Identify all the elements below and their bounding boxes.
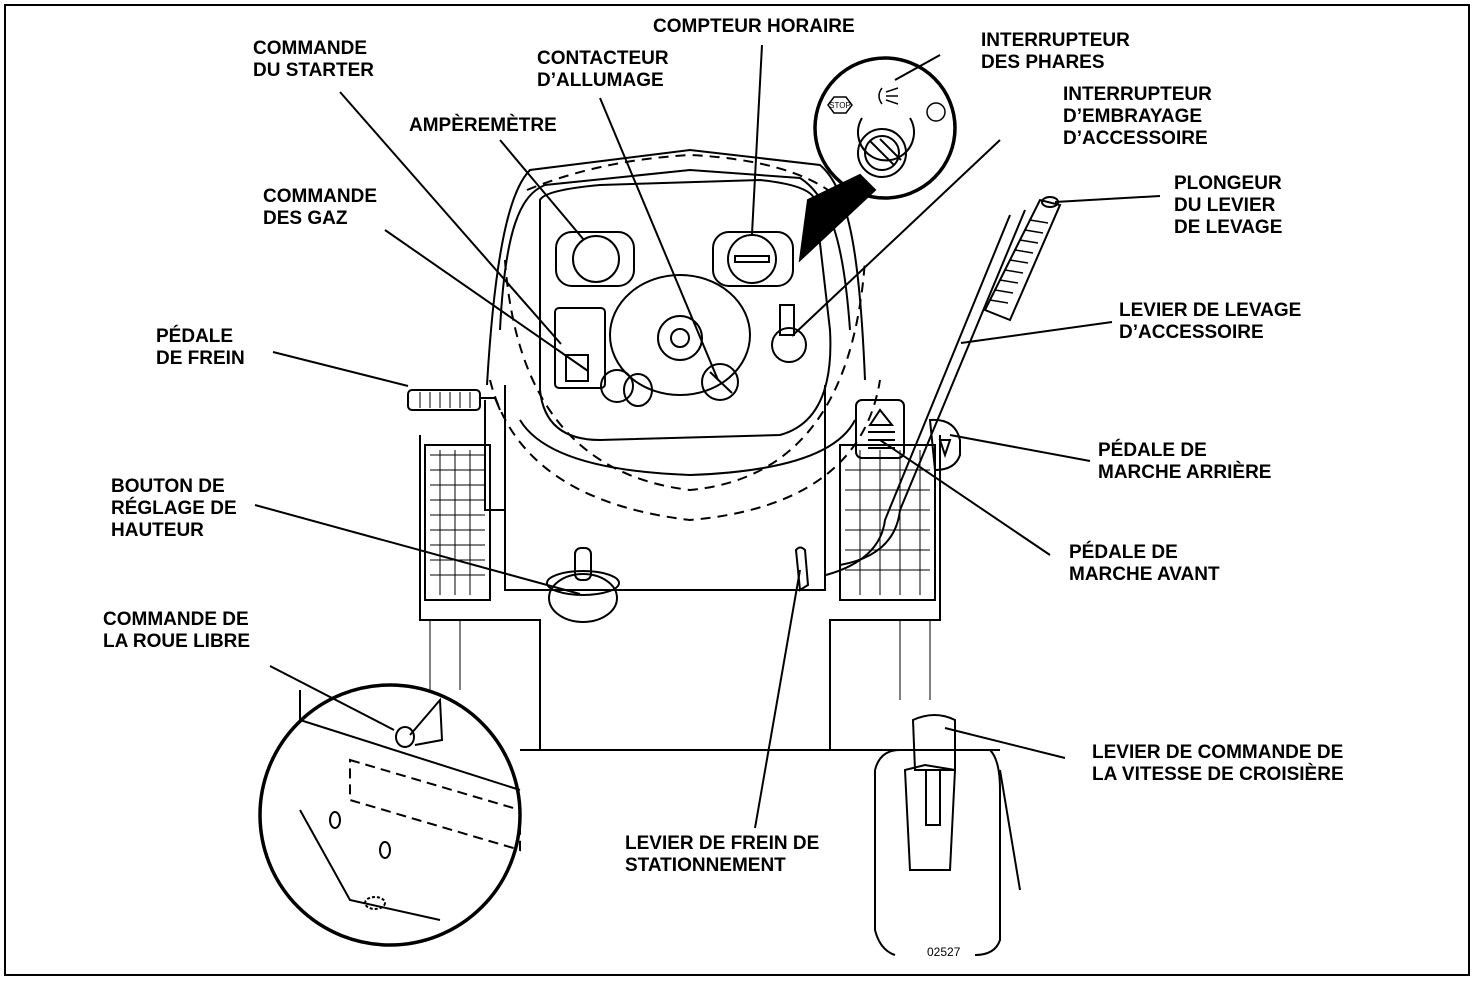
headlight-switch-inset: STOP: [798, 56, 957, 263]
label-pedale-marche-avant: PÉDALE DE MARCHE AVANT: [1069, 542, 1220, 585]
label-bouton-reglage-hauteur: BOUTON DE RÉGLAGE DE HAUTEUR: [111, 476, 237, 541]
choke-knob: [600, 369, 634, 403]
figure-frame: [4, 4, 1470, 976]
freewheel-inset: [258, 683, 522, 947]
label-interrupteur-embrayage: INTERRUPTEUR D’EMBRAYAGE D’ACCESSOIRE: [1063, 84, 1212, 149]
label-plongeur-levier: PLONGEUR DU LEVIER DE LEVAGE: [1174, 173, 1283, 238]
engine-symbol: [926, 102, 946, 122]
ammeter-gauge: [572, 235, 620, 283]
height-adjust-knob: [546, 547, 620, 623]
figure-number: 02527: [927, 945, 961, 959]
stop-symbol: STOP: [829, 101, 851, 110]
label-pedale-marche-arriere: PÉDALE DE MARCHE ARRIÈRE: [1098, 440, 1272, 483]
label-amperemetre: AMPÈREMÈTRE: [409, 115, 557, 136]
label-levier-croisiere: LEVIER DE COMMANDE DE LA VITESSE DE CROI…: [1092, 742, 1344, 785]
travel-pedals: [855, 399, 961, 472]
cruise-lever: [874, 714, 1021, 956]
ignition-switch: [701, 363, 739, 401]
label-interrupteur-phares: INTERRUPTEUR DES PHARES: [981, 30, 1130, 73]
pto-switch-knob: [771, 327, 807, 363]
label-contacteur-allumage: CONTACTEUR D’ALLUMAGE: [537, 48, 669, 91]
dashboard: [486, 148, 881, 522]
lift-lever: [825, 196, 1062, 576]
label-compteur-horaire: COMPTEUR HORAIRE: [653, 16, 855, 37]
brake-pedal: [407, 389, 501, 411]
label-frein-stationnement: LEVIER DE FREIN DE STATIONNEMENT: [625, 833, 820, 876]
label-commande-gaz: COMMANDE DES GAZ: [263, 186, 377, 229]
label-roue-libre: COMMANDE DE LA ROUE LIBRE: [103, 609, 251, 652]
leader-lines: [254, 44, 1161, 829]
label-pedale-frein: PÉDALE DE FREIN: [156, 326, 245, 369]
headlight-symbol: [878, 87, 899, 105]
tractor-body: [419, 385, 1000, 751]
parking-brake-lever: [794, 546, 810, 592]
label-commande-starter: COMMANDE DU STARTER: [253, 38, 375, 81]
hour-meter-gauge: [727, 234, 777, 284]
label-levier-levage: LEVIER DE LEVAGE D’ACCESSOIRE: [1119, 300, 1302, 343]
